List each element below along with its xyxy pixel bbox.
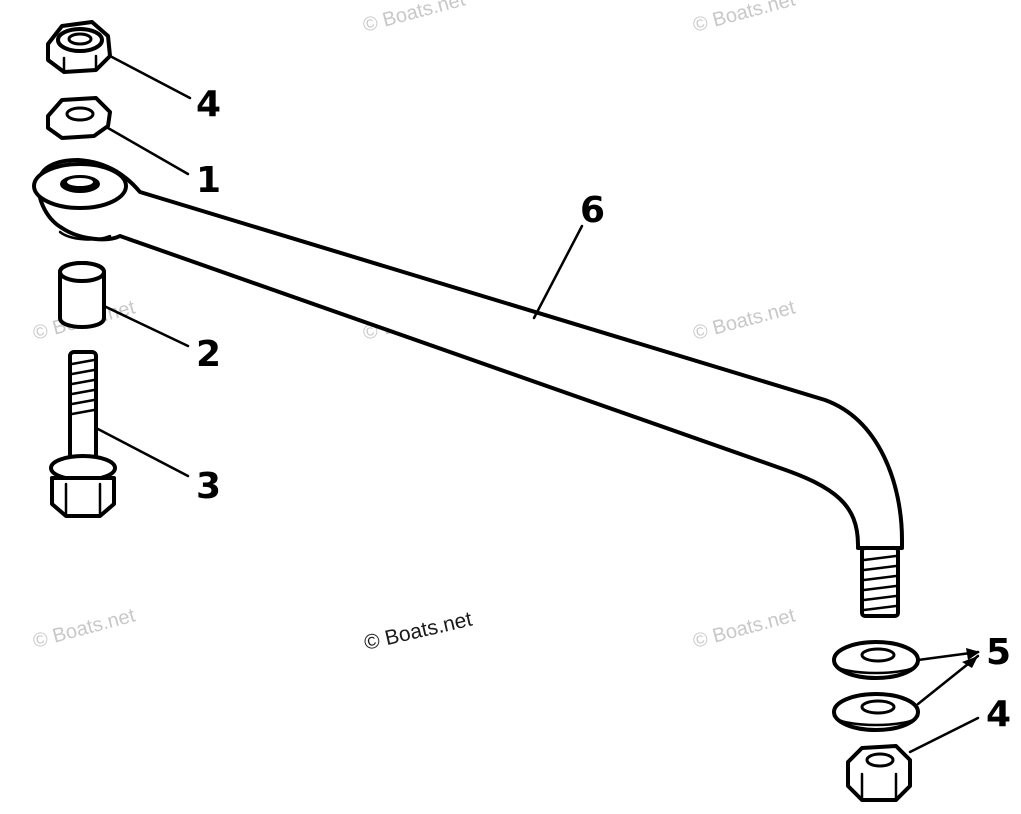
rod-eye-underside <box>58 230 112 241</box>
watermark-faint: © Boats.net <box>691 0 798 37</box>
washer-5-upper-hole <box>860 647 896 663</box>
arrowhead-5-upper <box>966 648 980 660</box>
spacer-top <box>58 261 106 283</box>
callout-1: 1 <box>196 160 221 201</box>
leader-lines <box>94 54 980 754</box>
callouts: 4 1 6 2 3 5 4 <box>196 84 1011 735</box>
bolt <box>49 350 117 518</box>
bottom-locknut <box>846 744 912 802</box>
top-locknut-hole <box>67 32 93 46</box>
bolt-shank <box>68 350 98 466</box>
leader-2 <box>102 304 190 348</box>
washer-5-lower-edge <box>832 714 920 727</box>
leader-1 <box>106 126 190 176</box>
leader-4-top <box>108 54 192 100</box>
washer-5-upper-edge <box>832 662 920 675</box>
bolt-thread-lines <box>70 358 96 416</box>
bottom-locknut-hole <box>865 752 895 768</box>
watermark-main: © Boats.net <box>362 608 475 655</box>
leader-6 <box>532 224 584 320</box>
callout-6: 6 <box>580 190 605 231</box>
washer-5-upper <box>832 640 920 680</box>
callout-4-top: 4 <box>196 84 221 125</box>
washer-5-lower-hole <box>860 699 896 715</box>
rod-thread-lines <box>862 554 898 612</box>
watermark-faint: © Boats.net <box>31 604 138 652</box>
callout-3: 3 <box>196 466 221 507</box>
bottom-locknut-body <box>846 744 912 802</box>
top-locknut <box>46 20 112 74</box>
callout-2: 2 <box>196 334 221 375</box>
washer-1-hole <box>65 106 95 122</box>
washer-5-lower <box>832 692 920 732</box>
leader-3 <box>94 426 190 478</box>
link-rod-body <box>36 158 904 550</box>
watermark-faint: © Boats.net <box>691 604 798 652</box>
leader-4-bottom <box>908 716 980 754</box>
callout-4-bottom: 4 <box>986 694 1011 735</box>
rod-eye-highlight <box>67 178 93 186</box>
watermark-faint: © Boats.net <box>691 296 798 344</box>
callout-5: 5 <box>986 632 1011 673</box>
washer-1 <box>46 96 112 140</box>
link-rod <box>32 158 904 618</box>
spacer <box>58 261 106 329</box>
arrowhead-5-lower <box>962 656 978 668</box>
watermark-faint: © Boats.net <box>361 0 468 37</box>
bolt-head <box>50 476 116 518</box>
